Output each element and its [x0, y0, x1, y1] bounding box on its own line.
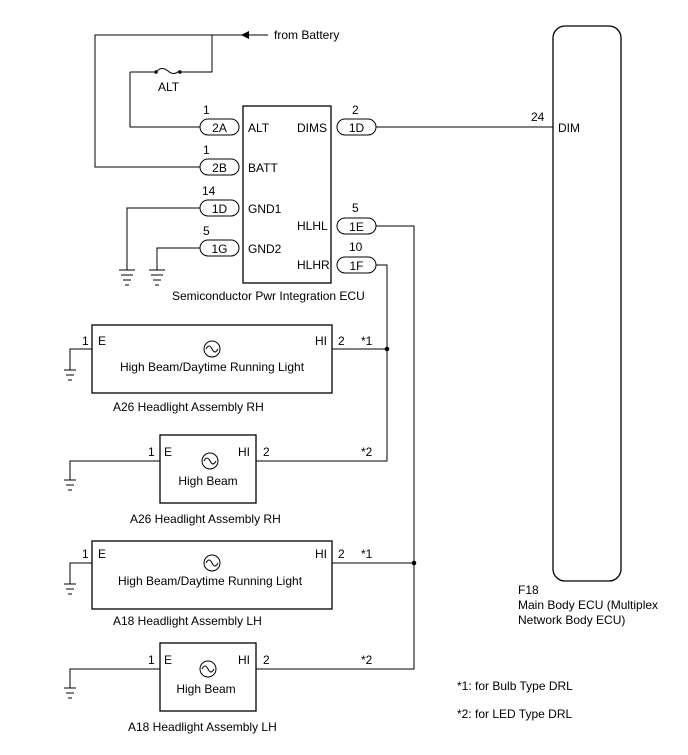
ecu-pin-alt: 1 2A ALT [199, 103, 270, 136]
variant-note: *1 [361, 547, 373, 561]
headlight-assembly-lh-bulb: 1 E HI 2 *1 High Beam/Daytime Running Li… [64, 540, 373, 628]
lamp-caption: A18 Headlight Assembly LH [113, 614, 262, 628]
bulb-icon [201, 452, 219, 470]
ecu-pin-batt: 1 2B BATT [199, 143, 278, 176]
pin-number: 5 [352, 201, 359, 215]
pin-label: GND1 [248, 202, 282, 216]
lamp-label: High Beam [176, 682, 235, 696]
connector-label: 1F [349, 259, 363, 273]
connector-label: 2A [212, 121, 227, 135]
note-1: *1: for Bulb Type DRL [457, 679, 573, 693]
bulb-icon [203, 340, 221, 358]
terminal-e: E [164, 653, 172, 667]
lamp-caption: A26 Headlight Assembly RH [130, 512, 281, 526]
ecu-pin-dims: DIMS 2 1D [297, 103, 377, 136]
headlight-assembly-rh-bulb: 1 E HI 2 *1 High Beam/Daytime Running Li… [64, 324, 373, 414]
note-2: *2: for LED Type DRL [457, 707, 572, 721]
ecu-pin-hlhr: HLHR 10 1F [297, 240, 377, 274]
main-body-ecu: 24 DIM F18 Main Body ECU (Multiplex Netw… [376, 25, 658, 627]
terminal-e: E [98, 334, 106, 348]
main-ecu-name-line2: Network Body ECU) [518, 613, 625, 627]
pin-right: 2 [338, 547, 345, 561]
battery-feed: from Battery ALT [94, 28, 339, 168]
lamp-label: High Beam/Daytime Running Light [120, 360, 305, 374]
pin-label: ALT [248, 121, 270, 135]
variant-note: *1 [361, 334, 373, 348]
pin-left: 1 [82, 334, 89, 348]
ecu-pin-gnd1: 14 1D GND1 [199, 184, 282, 217]
pin-number: 2 [352, 103, 359, 117]
main-ecu-code: F18 [518, 583, 539, 597]
ground-icon [119, 269, 135, 286]
pin-number: 1 [203, 143, 210, 157]
connector-label: 1G [211, 242, 227, 256]
headlight-assembly-lh-led: 1 E HI 2 *2 High Beam A18 Headlight Asse… [64, 642, 373, 734]
terminal-hi: HI [315, 334, 327, 348]
fuse-label: ALT [158, 80, 180, 94]
pin-label: BATT [248, 161, 278, 175]
notes: *1: for Bulb Type DRL *2: for LED Type D… [457, 679, 573, 721]
terminal-hi: HI [238, 653, 250, 667]
pin-label: HLHR [297, 258, 330, 272]
pin-right: 2 [263, 445, 270, 459]
lamp-label: High Beam [178, 474, 237, 488]
pin-label: GND2 [248, 242, 282, 256]
pin-left: 1 [148, 445, 155, 459]
terminal-hi: HI [315, 547, 327, 561]
connector-label: 1D [349, 121, 365, 135]
pin-number: 1 [203, 103, 210, 117]
semiconductor-ecu: Semiconductor Pwr Integration ECU 1 2A A… [172, 103, 377, 303]
terminal-hi: HI [238, 445, 250, 459]
bulb-icon [199, 660, 217, 678]
lamp-caption: A26 Headlight Assembly RH [113, 400, 264, 414]
pin-left: 1 [82, 547, 89, 561]
terminal-e: E [98, 547, 106, 561]
headlight-assembly-rh-led: 1 E HI 2 *2 High Beam A26 Headlight Asse… [64, 434, 373, 526]
ecu-pin-gnd2: 5 1G GND2 [199, 224, 282, 257]
pin-label: HLHL [297, 219, 328, 233]
variant-note: *2 [361, 653, 373, 667]
terminal-e: E [164, 445, 172, 459]
pin-left: 1 [148, 653, 155, 667]
main-ecu-pin-label: DIM [558, 121, 580, 135]
main-ecu-pin-number: 24 [531, 110, 545, 124]
lamp-label: High Beam/Daytime Running Light [118, 574, 303, 588]
ecu-pin-hlhl: HLHL 5 1E [297, 201, 377, 235]
connector-label: 2B [212, 161, 227, 175]
ecu-name: Semiconductor Pwr Integration ECU [172, 289, 365, 303]
headlight-feed-wiring [280, 225, 417, 670]
pin-number: 10 [349, 240, 363, 254]
connector-label: 1E [349, 220, 364, 234]
pin-right: 2 [338, 334, 345, 348]
variant-note: *2 [361, 445, 373, 459]
ecu-ground-wiring [119, 207, 200, 286]
bulb-icon [203, 554, 221, 572]
pin-label: DIMS [297, 121, 327, 135]
pin-number: 14 [202, 184, 216, 198]
lamp-caption: A18 Headlight Assembly LH [128, 720, 277, 734]
main-ecu-name-line1: Main Body ECU (Multiplex [518, 598, 658, 612]
from-battery-label: from Battery [274, 28, 339, 42]
pin-right: 2 [263, 653, 270, 667]
ground-icon [149, 269, 165, 286]
pin-number: 5 [203, 224, 210, 238]
connector-label: 1D [212, 202, 228, 216]
